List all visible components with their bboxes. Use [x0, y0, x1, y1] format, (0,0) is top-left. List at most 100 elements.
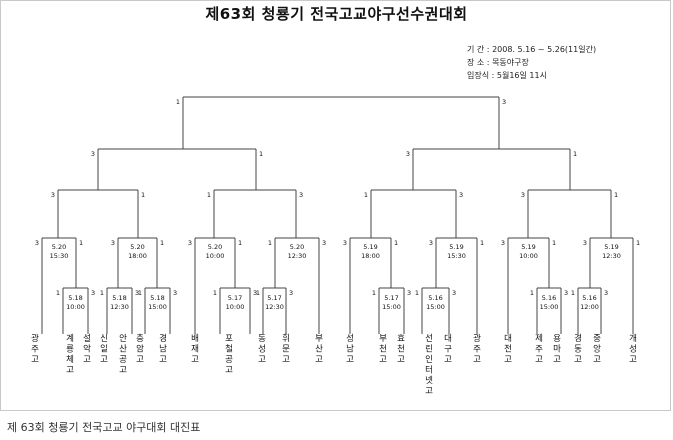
matches-r1-7-time: 15:00 — [540, 303, 559, 311]
matches-r2-3-score-right: 3 — [322, 239, 326, 247]
matches-r1-7-score-left: 1 — [530, 289, 534, 297]
matches-r1-8-score-right: 3 — [604, 289, 608, 297]
matches-r1-1-date: 5.18 — [112, 294, 126, 302]
team-label-char: 고 — [315, 355, 323, 365]
matches-sf-1-score-right: 1 — [573, 150, 577, 158]
matches-qf-2-score-right: 3 — [459, 191, 463, 199]
matches-r1-6-score-left: 1 — [415, 289, 419, 297]
matches-r2-0-time: 15:30 — [50, 252, 69, 260]
bracket-panel — [0, 0, 671, 411]
matches-r2-2-score-right: 1 — [238, 239, 242, 247]
team-label-char: 부 — [379, 334, 387, 344]
matches-qf-1-score-right: 3 — [299, 191, 303, 199]
team-label-char: 대 — [444, 334, 452, 344]
matches-r1-0-score-right: 3 — [91, 289, 95, 297]
matches-r1-0-score-left: 1 — [56, 289, 60, 297]
team-label-char: 고 — [535, 355, 543, 365]
team-label-char: 고 — [159, 355, 167, 365]
matches-r2-0-score-left: 3 — [35, 239, 39, 247]
team-label-char: 고 — [444, 355, 452, 365]
team-label-char: 앙 — [593, 344, 601, 355]
matches-r1-7-date: 5.16 — [542, 294, 556, 302]
matches-r1-2-date: 5.18 — [150, 294, 164, 302]
team-label-char: 효 — [397, 334, 405, 344]
team-label-char: 고 — [83, 355, 91, 365]
team-label-char: 제 — [535, 334, 543, 344]
team-label-char: 산 — [315, 344, 323, 355]
matches-r2-4-date: 5.19 — [363, 243, 377, 251]
team-label-char: 고 — [119, 366, 127, 376]
matches-r2-1-date: 5.20 — [130, 243, 144, 251]
info-period-label: 기 간 : — [467, 45, 490, 54]
matches-r2-4-time: 18:00 — [361, 252, 380, 260]
team-label-char: 고 — [258, 355, 266, 365]
info-period-value: 2008. 5.16 ~ 5.26(11일간) — [492, 45, 597, 54]
info-venue-label: 장 소 : — [467, 58, 490, 67]
matches-r2-7-date: 5.19 — [604, 243, 618, 251]
matches-r1-1-score-right: 3 — [135, 289, 139, 297]
matches-r2-5-date: 5.19 — [449, 243, 463, 251]
team-label-char: 천 — [397, 344, 405, 355]
matches-r1-5-score-left: 1 — [372, 289, 376, 297]
matches-r1-4-score-right: 3 — [289, 289, 293, 297]
team-label-char: 린 — [425, 344, 433, 355]
matches-r2-0-score-right: 1 — [79, 239, 83, 247]
matches-r2-4-score-right: 1 — [394, 239, 398, 247]
team-label-char: 배 — [191, 334, 199, 344]
matches-qf-0-score-right: 1 — [141, 191, 145, 199]
team-label-char: 동 — [258, 334, 266, 344]
team-label-char: 고 — [346, 355, 354, 365]
matches-qf-0-score-left: 3 — [51, 191, 55, 199]
matches-r2-5-score-left: 3 — [429, 239, 433, 247]
team-label-char: 개 — [629, 333, 637, 344]
team-label-char: 재 — [191, 345, 199, 355]
team-label-char: 천 — [379, 344, 387, 355]
team-label-char: 암 — [136, 344, 144, 355]
matches-r2-7-score-right: 1 — [636, 239, 640, 247]
team-label-char: 계 — [66, 333, 74, 344]
matches-r2-4-score-left: 3 — [343, 239, 347, 247]
matches-qf-2-score-left: 1 — [364, 191, 368, 199]
team-label-char: 신 — [100, 334, 108, 344]
matches-r1-3-date: 5.17 — [228, 294, 242, 302]
team-label-char: 광 — [473, 333, 481, 344]
team-label-char: 룡 — [66, 345, 74, 355]
team-label-char: 대 — [504, 334, 512, 344]
matches-r1-3-time: 10:00 — [226, 303, 245, 311]
matches-r2-7-score-left: 3 — [583, 239, 587, 247]
matches-r1-8-date: 5.16 — [582, 294, 596, 302]
team-label-char: 주 — [473, 345, 481, 355]
team-label-char: 철 — [225, 344, 233, 355]
team-label-char: 휘 — [282, 333, 290, 344]
matches-r1-5-time: 15:00 — [382, 303, 401, 311]
matches-r2-6-score-left: 3 — [501, 239, 505, 247]
matches-r2-5-time: 15:30 — [447, 252, 466, 260]
matches-qf-3-score-right: 1 — [614, 191, 618, 199]
info-period: 기 간 : 2008. 5.16 ~ 5.26(11일간) — [467, 44, 596, 55]
team-label-char: 고 — [593, 355, 601, 365]
info-opening-label: 입장식 : — [467, 71, 495, 80]
matches-r1-6-time: 15:00 — [426, 303, 445, 311]
matches-r2-0-date: 5.20 — [52, 243, 66, 251]
team-label-char: 마 — [553, 345, 561, 355]
team-label-char: 고 — [425, 387, 433, 397]
team-label-char: 공 — [119, 355, 127, 365]
team-label-char: 성 — [258, 345, 266, 355]
team-label-char: 주 — [31, 345, 39, 355]
team-label-char: 안 — [119, 333, 127, 344]
